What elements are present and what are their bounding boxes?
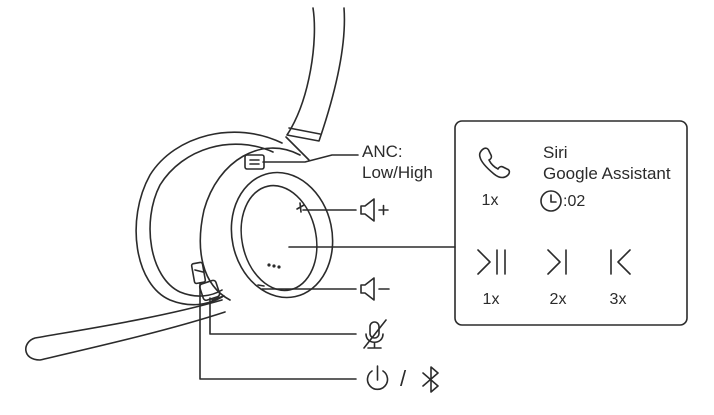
power-icon	[366, 365, 389, 391]
anc-switch-icon	[244, 154, 265, 170]
play-pause-count: 1x	[482, 291, 500, 308]
volume-down-mark	[257, 284, 265, 287]
bluetooth-icon	[422, 366, 439, 393]
volume-up-icon	[360, 198, 389, 222]
clock-icon	[540, 190, 562, 212]
voice-assistant-google: Google Assistant	[543, 164, 671, 183]
next-track-icon	[547, 249, 567, 275]
center-dot-2	[272, 264, 276, 268]
phone-icon	[478, 147, 511, 179]
headband	[286, 7, 346, 142]
play-pause-icon	[477, 249, 506, 275]
next-count: 2x	[549, 291, 567, 308]
previous-count: 3x	[609, 291, 627, 308]
control-face	[230, 171, 334, 299]
voice-assistant-siri: Siri	[543, 143, 568, 162]
boom-arm	[25, 299, 226, 361]
previous-track-icon	[610, 249, 631, 275]
leader-mute	[209, 297, 357, 335]
volume-down-icon	[360, 277, 390, 301]
leader-anc	[262, 154, 359, 163]
leader-power	[199, 282, 357, 380]
headband-joint	[285, 127, 321, 161]
center-dot-1	[267, 263, 271, 267]
power-bluetooth-separator: /	[400, 366, 407, 391]
volume-up-mark	[296, 202, 305, 213]
ear-cushion	[135, 131, 283, 306]
touch-controls-panel	[454, 120, 688, 326]
mute-button	[198, 279, 221, 302]
ear-cushion-inner	[149, 143, 274, 297]
hold-time: :02	[563, 193, 586, 210]
anc-mode-label: Low/High	[362, 163, 433, 182]
mic-mute-icon	[363, 319, 387, 349]
housing-band	[199, 147, 301, 301]
center-dot-3	[277, 265, 281, 269]
power-slider	[190, 261, 207, 285]
call-count: 1x	[481, 192, 499, 209]
control-face-inner	[240, 184, 318, 292]
anc-label: ANC:	[362, 142, 403, 161]
